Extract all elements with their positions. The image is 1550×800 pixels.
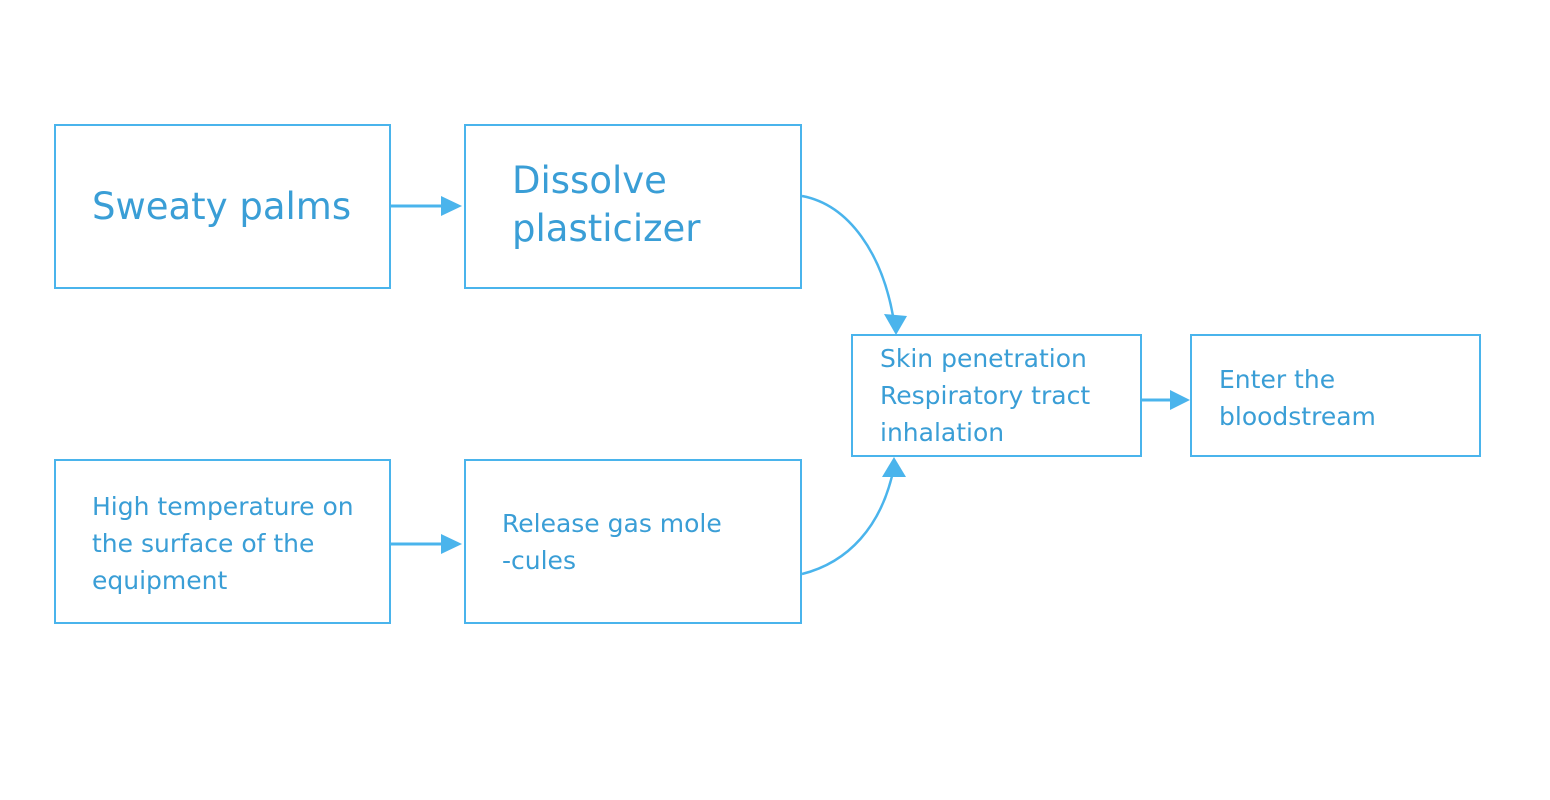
node-high-temperature: High temperature on the surface of the e… bbox=[54, 459, 391, 624]
node-label: Enter the bloodstream bbox=[1219, 365, 1376, 431]
arrow-dissolve-to-penetration bbox=[801, 194, 907, 335]
node-label: High temperature on the surface of the e… bbox=[92, 492, 354, 595]
arrow-penetration-to-bloodstream bbox=[1142, 390, 1190, 410]
node-penetration-inhalation: Skin penetration Respiratory tract inhal… bbox=[851, 334, 1142, 457]
node-sweaty-palms: Sweaty palms bbox=[54, 124, 391, 289]
node-label: Release gas mole -cules bbox=[502, 509, 722, 575]
node-enter-bloodstream: Enter the bloodstream bbox=[1190, 334, 1481, 457]
node-label: Dissolve plasticizer bbox=[512, 159, 701, 250]
node-release-gas: Release gas mole -cules bbox=[464, 459, 802, 624]
arrow-temperature-to-release bbox=[391, 534, 462, 554]
node-label: Sweaty palms bbox=[92, 185, 352, 228]
node-dissolve-plasticizer: Dissolve plasticizer bbox=[464, 124, 802, 289]
arrow-release-to-penetration bbox=[801, 457, 906, 576]
node-label: Skin penetration Respiratory tract inhal… bbox=[880, 344, 1091, 447]
arrow-sweaty-to-dissolve bbox=[391, 196, 462, 216]
